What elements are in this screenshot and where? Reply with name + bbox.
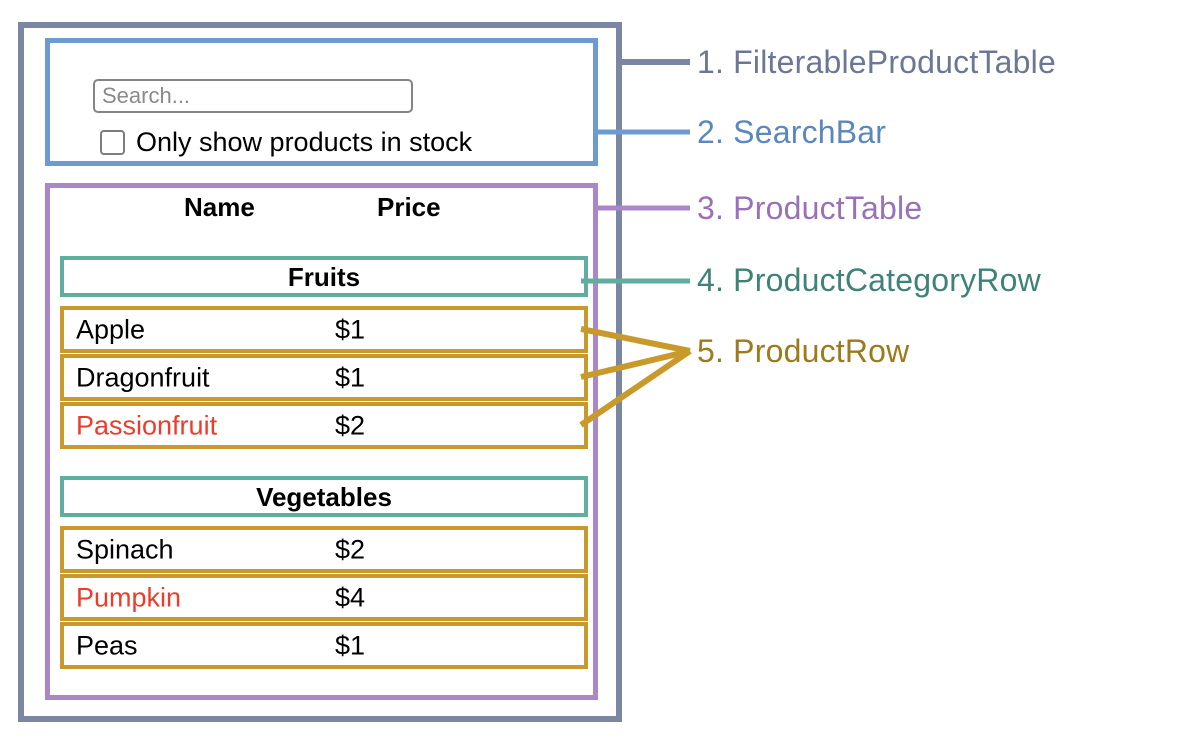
product-price: $1 (335, 314, 366, 344)
product-name-out-of-stock: Pumpkin (76, 582, 182, 612)
product-price: $1 (335, 362, 366, 392)
legend-item-search-bar: 2. SearchBar (697, 114, 887, 150)
product-table-frame: Name Price Fruits Apple $1 Dragonfruit $… (45, 183, 598, 700)
legend-item-product-category-row: 4. ProductCategoryRow (697, 262, 1041, 298)
product-price: $1 (335, 630, 366, 660)
in-stock-checkbox-row[interactable]: Only show products in stock (100, 129, 472, 156)
product-row: Pumpkin $4 (60, 574, 588, 621)
product-category-label: Fruits (287, 261, 361, 292)
product-row: Passionfruit $2 (60, 402, 588, 449)
legend-item-product-table: 3. ProductTable (697, 190, 923, 226)
product-category-label: Vegetables (256, 481, 392, 512)
product-row: Spinach $2 (60, 526, 588, 573)
checkbox-icon[interactable] (100, 130, 125, 155)
product-name-out-of-stock: Passionfruit (76, 410, 218, 440)
product-name: Spinach (76, 534, 174, 564)
in-stock-checkbox-label: Only show products in stock (136, 127, 473, 157)
product-name: Dragonfruit (76, 362, 210, 392)
product-price: $4 (335, 582, 366, 612)
legend-item-product-row: 5. ProductRow (697, 333, 910, 369)
product-row: Dragonfruit $1 (60, 354, 588, 401)
column-header-price: Price (377, 192, 441, 222)
product-table-header: Name Price (55, 194, 575, 254)
search-bar-frame: Only show products in stock (45, 38, 598, 166)
product-category-row: Vegetables (60, 476, 588, 517)
product-price: $2 (335, 410, 366, 440)
product-price: $2 (335, 534, 366, 564)
search-input[interactable] (93, 79, 413, 113)
column-header-name: Name (184, 192, 255, 222)
product-row: Apple $1 (60, 306, 588, 353)
legend-item-filterable-product-table: 1. FilterableProductTable (697, 44, 1056, 80)
product-name: Apple (76, 314, 146, 344)
product-name: Peas (76, 630, 138, 660)
product-category-row: Fruits (60, 256, 588, 297)
product-row: Peas $1 (60, 622, 588, 669)
